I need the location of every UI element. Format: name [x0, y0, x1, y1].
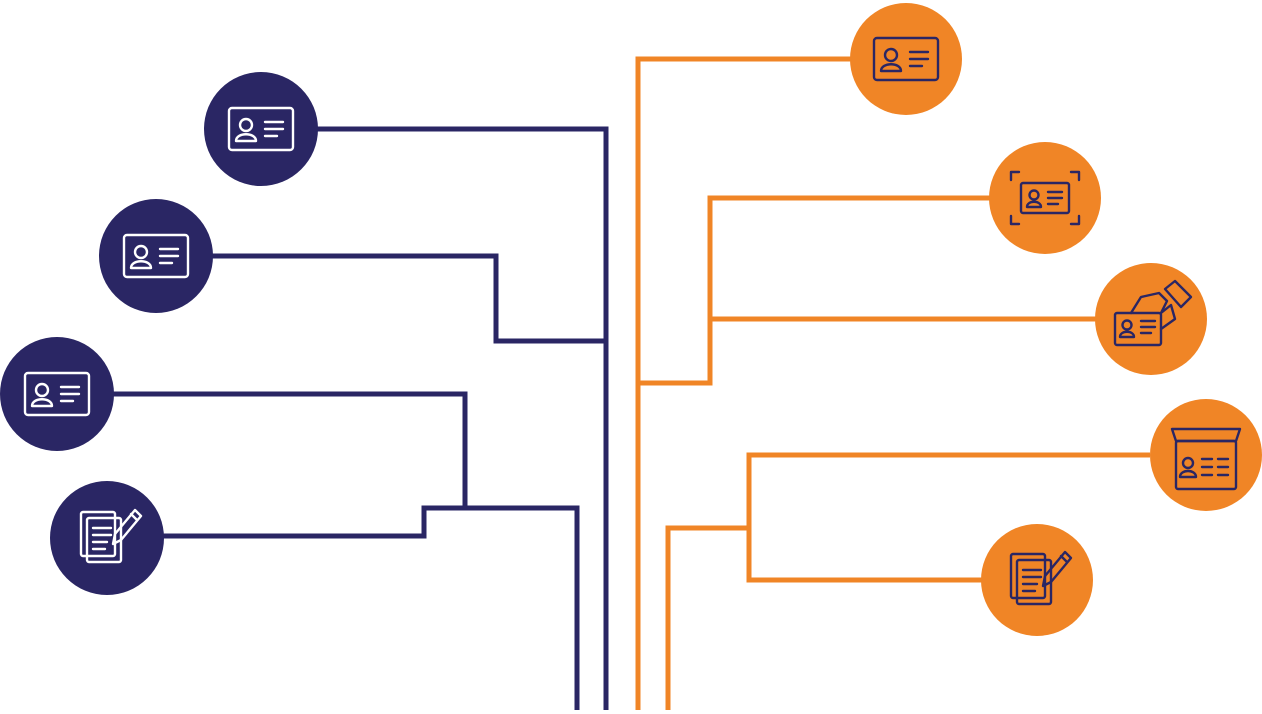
right-edge-1 [635, 56, 852, 710]
left-edge-4 [158, 505, 580, 710]
left-branch-lines [110, 126, 609, 710]
right-edge-4 [746, 452, 1150, 583]
left-edge-1 [310, 126, 609, 710]
left-edge-2 [205, 253, 606, 344]
left-node-1 [204, 72, 318, 186]
id-card-icon [23, 371, 91, 417]
node-circle [204, 72, 318, 186]
right-node-4 [1150, 399, 1262, 511]
node-circle [989, 142, 1101, 254]
id-card-icon [872, 36, 940, 82]
node-circle [850, 3, 962, 115]
id-card-reader-icon [1170, 427, 1242, 491]
right-node-1 [850, 3, 962, 115]
node-circle [1150, 399, 1262, 511]
node-circle [1095, 263, 1207, 375]
node-circle [50, 481, 164, 595]
id-card-icon [227, 106, 295, 152]
left-edge-3 [110, 391, 468, 508]
node-circle [981, 524, 1093, 636]
node-circle [0, 337, 114, 451]
right-edge-5 [665, 525, 749, 710]
documents-pen-icon [1009, 550, 1073, 606]
right-branch-lines [635, 56, 1150, 710]
node-circle [99, 199, 213, 313]
documents-pen-icon [79, 508, 143, 564]
left-node-2 [99, 199, 213, 313]
id-card-scan-icon [1009, 170, 1081, 226]
left-node-4 [50, 481, 164, 595]
right-node-5 [981, 524, 1093, 636]
id-card-icon [122, 233, 190, 279]
id-card-hand-scanner-icon [1113, 279, 1193, 347]
right-node-3 [1095, 263, 1207, 375]
right-node-2 [989, 142, 1101, 254]
right-edge-2 [638, 195, 990, 386]
left-node-3 [0, 337, 114, 451]
